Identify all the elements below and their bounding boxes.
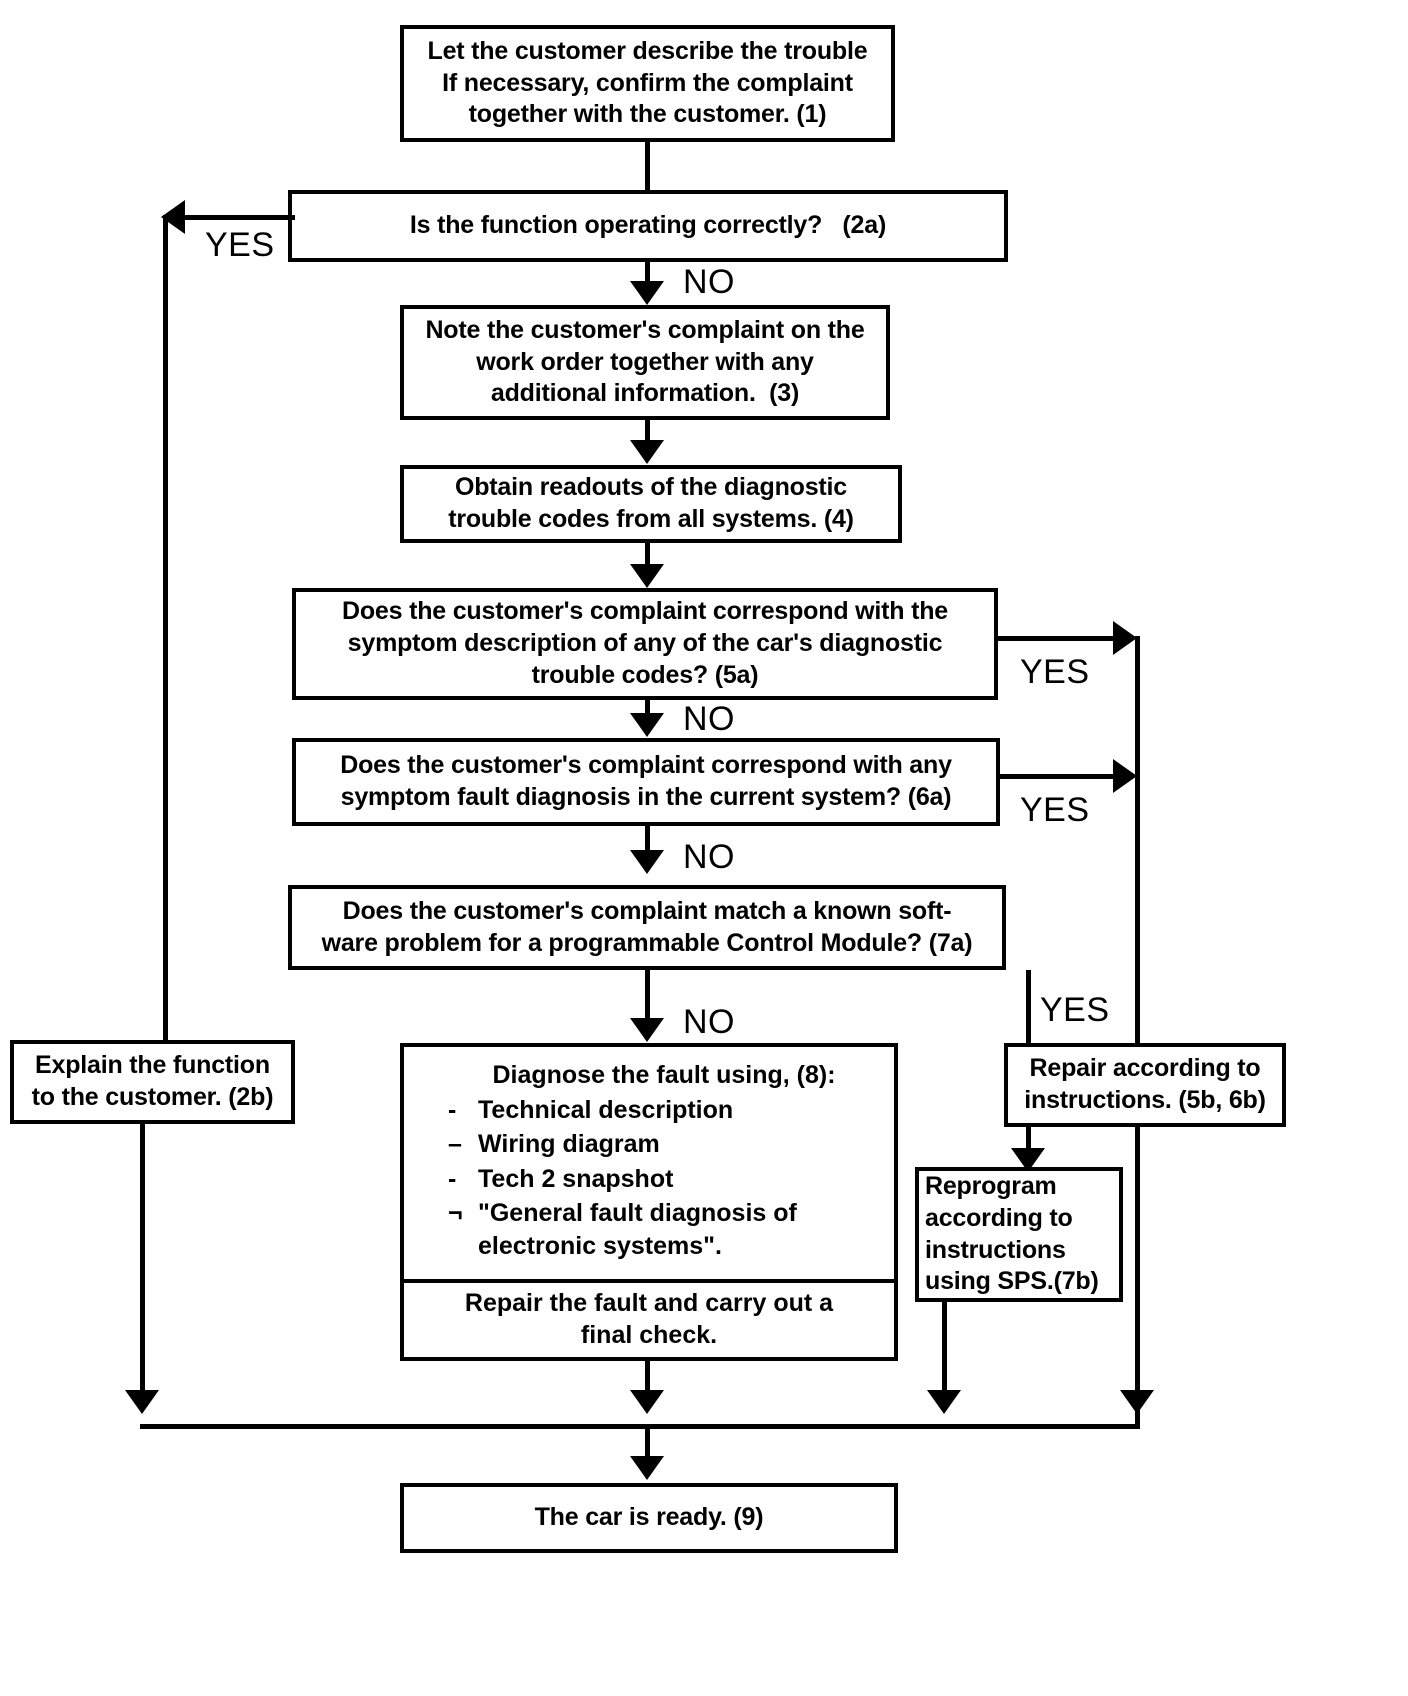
edge-5a-yes-arrowhead [1113, 621, 1137, 655]
edge-6a-yes-arrowhead [1113, 759, 1137, 793]
edge-2a-no-vertical [645, 262, 650, 284]
edge-2b-to-bus [140, 1124, 145, 1394]
node-5a-line-3: trouble codes? (5a) [531, 660, 759, 689]
edge-7b-to-bus [942, 1302, 947, 1394]
edge-label-no-6a: NO [683, 838, 735, 876]
node-8-list: - Technical description – Wiring diagram… [404, 1094, 894, 1263]
node-2b-line-2: to the customer. (2b) [31, 1083, 274, 1111]
node-7b-line-3: instructions [925, 1235, 1066, 1264]
node-complaint-matches-dtc: Does the customer's complaint correspond… [292, 588, 998, 700]
list-dash: ¬ [448, 1199, 463, 1227]
node-8-footer-line-1: Repair the fault and carry out a [464, 1289, 834, 1318]
node-2a-line-1: Is the function operating correctly? (2a… [409, 211, 887, 240]
node-5a-line-1: Does the customer's complaint correspond… [342, 597, 948, 626]
edge-5a-yes-horizontal [996, 636, 1114, 641]
edge-label-yes-5a: YES [1020, 653, 1090, 691]
node-1-line-2: If necessary, confirm the complaint [442, 68, 853, 97]
list-text: Wiring diagram [478, 1130, 660, 1158]
edge-yes-collector-vertical [1135, 636, 1140, 1426]
node-obtain-readouts: Obtain readouts of the diagnostic troubl… [400, 465, 902, 543]
edge-8-to-bus [645, 1361, 650, 1394]
edge-1-to-2a [645, 142, 650, 192]
node-2b-line-1: Explain the function [35, 1051, 270, 1080]
node-7a-line-1: Does the customer's complaint match a kn… [342, 896, 952, 925]
node-complaint-matches-symptom-fault: Does the customer's complaint correspond… [292, 738, 1000, 826]
node-4-line-1: Obtain readouts of the diagnostic [454, 473, 848, 502]
edge-3-to-4-arrowhead [630, 440, 664, 464]
edge-6a-yes-horizontal [998, 774, 1114, 779]
edge-5a-no-arrowhead [630, 713, 664, 737]
node-7a-line-2: ware problem for a programmable Control … [321, 928, 973, 957]
edge-7a-no-arrowhead [630, 1018, 664, 1042]
edge-label-yes-2a: YES [205, 226, 275, 264]
list-text: "General fault diagnosis of [478, 1199, 797, 1227]
edge-8-to-bus-arrowhead [630, 1390, 664, 1414]
node-is-function-operating: Is the function operating correctly? (2a… [288, 190, 1008, 262]
node-7b-line-4: using SPS.(7b) [925, 1267, 1099, 1296]
node-known-software-problem: Does the customer's complaint match a kn… [288, 885, 1006, 970]
list-dash: - [448, 1095, 457, 1124]
list-text-continued: electronic systems". [478, 1231, 722, 1260]
list-text: Tech 2 snapshot [478, 1164, 674, 1193]
edge-6a-no-vertical [645, 826, 650, 852]
edge-label-yes-6a: YES [1020, 791, 1090, 829]
edge-7b-to-bus-arrowhead [927, 1390, 961, 1414]
bottom-merge-bus [140, 1424, 1140, 1429]
edge-3-to-4 [645, 420, 650, 442]
node-8-footer-line-2: final check. [580, 1321, 718, 1349]
edge-2a-yes-horizontal [185, 215, 295, 220]
node-6a-line-1: Does the customer's complaint correspond… [340, 751, 952, 780]
node-reprogram-sps: Reprogram according to instructions usin… [915, 1167, 1123, 1302]
node-5b6b-line-1: Repair according to [1029, 1054, 1261, 1083]
node-1-line-1: Let the customer describe the trouble [427, 36, 868, 65]
node-7b-line-1: Reprogram [925, 1172, 1057, 1200]
node-3-line-1: Note the customer's complaint on the [425, 315, 865, 344]
list-item: - Technical description [448, 1094, 894, 1127]
node-6a-line-2: symptom fault diagnosis in the current s… [340, 783, 952, 811]
edge-label-no-2a: NO [683, 263, 735, 301]
node-diagnose-fault: Diagnose the fault using, (8): - Technic… [400, 1043, 898, 1361]
edge-yes-collector-arrowhead [1120, 1390, 1154, 1414]
node-4-line-2: trouble codes from all systems. (4) [448, 505, 854, 533]
list-item: ¬ "General fault diagnosis of electronic… [448, 1197, 894, 1262]
edge-7a-no-vertical [645, 970, 650, 1032]
list-dash: – [448, 1130, 462, 1158]
edge-bus-to-9-arrowhead [630, 1456, 664, 1480]
edge-4-to-5a-arrowhead [630, 564, 664, 588]
node-explain-function: Explain the function to the customer. (2… [10, 1040, 295, 1124]
list-item: – Wiring diagram [448, 1128, 894, 1161]
node-8-header: Diagnose the fault using, (8): [492, 1061, 836, 1089]
node-5b6b-line-2: instructions. (5b, 6b) [1024, 1086, 1266, 1114]
edge-5a-no-vertical [645, 700, 650, 718]
edge-6a-no-arrowhead [630, 850, 664, 874]
node-1-line-3: together with the customer. (1) [468, 100, 827, 129]
node-9-line-1: The car is ready. (9) [534, 1503, 764, 1532]
node-3-line-3: additional information. (3) [490, 379, 800, 408]
node-describe-trouble: Let the customer describe the trouble If… [400, 25, 895, 142]
edge-2a-yes-vertical [163, 215, 168, 1105]
edge-bus-to-9 [645, 1424, 650, 1460]
edge-label-no-7a: NO [683, 1003, 735, 1041]
edge-4-to-5a [645, 543, 650, 567]
edge-2b-to-bus-arrowhead [125, 1390, 159, 1414]
edge-label-no-5a: NO [683, 700, 735, 738]
edge-2a-no-arrowhead [630, 281, 664, 305]
node-repair-according-instructions: Repair according to instructions. (5b, 6… [1004, 1043, 1286, 1127]
list-dash: - [448, 1164, 457, 1193]
node-5a-line-2: symptom description of any of the car's … [347, 629, 943, 658]
node-car-ready: The car is ready. (9) [400, 1483, 898, 1553]
list-text: Technical description [478, 1095, 734, 1124]
node-8-footer: Repair the fault and carry out a final c… [404, 1279, 894, 1357]
node-3-line-2: work order together with any [476, 347, 814, 376]
list-item: - Tech 2 snapshot [448, 1163, 894, 1196]
node-note-complaint: Note the customer's complaint on the wor… [400, 305, 890, 420]
node-7b-line-2: according to [925, 1203, 1073, 1232]
edge-label-yes-7a: YES [1040, 991, 1110, 1029]
